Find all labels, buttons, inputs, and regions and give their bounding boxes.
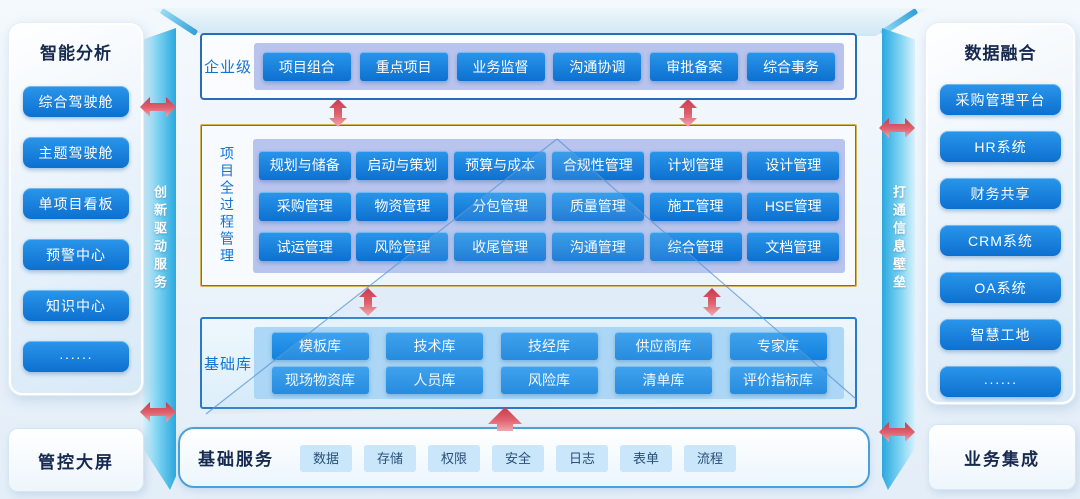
service-chip[interactable]: 日志 xyxy=(556,443,608,472)
library-tile[interactable]: 现场物资库 xyxy=(271,365,369,394)
enterprise-tile-row: 项目组合重点项目业务监督沟通协调审批备案综合事务 xyxy=(254,43,844,90)
service-chip[interactable]: 权限 xyxy=(428,443,480,472)
process-management-label: 项目全过程管理 xyxy=(219,146,235,265)
fusion-tile[interactable]: 智慧工地 xyxy=(940,319,1061,350)
innovation-drive-strip: 创新驱动服务 xyxy=(143,28,176,490)
fusion-tile[interactable]: 采购管理平台 xyxy=(940,84,1061,115)
library-tile[interactable]: 专家库 xyxy=(729,332,827,361)
base-services-label: 基础服务 xyxy=(198,450,274,469)
process-management-section: 项目全过程管理 规划与储备启动与策划预算与成本合规性管理计划管理设计管理 采购管… xyxy=(200,124,857,287)
fusion-tile[interactable]: ······ xyxy=(940,366,1061,397)
process-tile[interactable]: 沟通管理 xyxy=(551,232,644,262)
service-chip[interactable]: 数据 xyxy=(300,443,352,472)
process-tile[interactable]: HSE管理 xyxy=(747,191,840,221)
library-tile[interactable]: 风险库 xyxy=(500,365,598,394)
library-row-2: 现场物资库人员库风险库清单库评价指标库 xyxy=(254,365,844,394)
analysis-tile[interactable]: 预警中心 xyxy=(23,239,129,270)
service-chip[interactable]: 表单 xyxy=(620,443,672,472)
process-row-1: 规划与储备启动与策划预算与成本合规性管理计划管理设计管理 xyxy=(253,150,845,180)
library-tile[interactable]: 技经库 xyxy=(500,332,598,361)
vertical-exchange-arrow-icon xyxy=(359,288,377,316)
fusion-tile[interactable]: HR系统 xyxy=(940,131,1061,162)
process-tile[interactable]: 采购管理 xyxy=(258,191,351,221)
enterprise-level-section: 企业级 项目组合重点项目业务监督沟通协调审批备案综合事务 xyxy=(200,33,857,100)
base-services-bar: 基础服务 数据存储权限安全日志表单流程 xyxy=(178,427,870,488)
top-platform-decoration xyxy=(150,8,930,36)
service-chip[interactable]: 流程 xyxy=(684,443,736,472)
enterprise-level-label: 企业级 xyxy=(203,59,252,76)
process-grid: 规划与储备启动与策划预算与成本合规性管理计划管理设计管理 采购管理物资管理分包管… xyxy=(253,139,845,273)
fusion-tile[interactable]: 财务共享 xyxy=(940,178,1061,209)
data-fusion-panel: 数据融合 采购管理平台 HR系统财务共享 CRM系统 OA系统智慧工地 ······ xyxy=(925,22,1076,405)
business-integration-card[interactable]: 业务集成 xyxy=(928,424,1076,490)
break-info-barrier-strip: 打通信息壁垒 xyxy=(882,28,915,490)
vertical-exchange-arrow-icon xyxy=(679,99,697,127)
process-tile[interactable]: 质量管理 xyxy=(551,191,644,221)
process-tile[interactable]: 预算与成本 xyxy=(454,150,547,180)
process-tile[interactable]: 规划与储备 xyxy=(258,150,351,180)
process-tile[interactable]: 计划管理 xyxy=(649,150,742,180)
library-tile[interactable]: 评价指标库 xyxy=(729,365,827,394)
library-tile[interactable]: 清单库 xyxy=(615,365,712,394)
process-tile[interactable]: 分包管理 xyxy=(454,191,547,221)
service-chip-list: 数据存储权限安全日志表单流程 xyxy=(300,443,736,472)
analysis-tile[interactable]: 知识中心 xyxy=(23,290,129,321)
base-library-label: 基础库 xyxy=(203,355,252,373)
enterprise-tile[interactable]: 业务监督 xyxy=(456,52,545,81)
analysis-tile[interactable]: 主题驾驶舱 xyxy=(23,137,129,168)
intelligent-analysis-panel: 智能分析 综合驾驶舱主题驾驶舱单项目看板预警中心知识中心 ······ xyxy=(8,22,144,396)
enterprise-tile[interactable]: 重点项目 xyxy=(359,52,448,81)
fusion-tile[interactable]: CRM系统 xyxy=(940,225,1061,256)
analysis-tile[interactable]: 综合驾驶舱 xyxy=(23,86,129,117)
process-tile[interactable]: 物资管理 xyxy=(356,191,449,221)
analysis-tile[interactable]: 单项目看板 xyxy=(23,188,129,219)
library-tile[interactable]: 供应商库 xyxy=(615,332,712,361)
enterprise-tile[interactable]: 沟通协调 xyxy=(553,52,642,81)
process-tile[interactable]: 收尾管理 xyxy=(454,232,547,262)
innovation-drive-label: 创新驱动服务 xyxy=(152,185,167,293)
fusion-tile[interactable]: OA系统 xyxy=(940,272,1061,303)
vertical-exchange-arrow-icon xyxy=(329,99,347,127)
process-tile[interactable]: 启动与策划 xyxy=(356,150,449,180)
service-chip[interactable]: 安全 xyxy=(492,443,544,472)
library-tile[interactable]: 模板库 xyxy=(271,332,369,361)
library-grid: 模板库技术库技经库供应商库专家库 现场物资库人员库风险库清单库评价指标库 xyxy=(254,327,844,399)
enterprise-tile[interactable]: 项目组合 xyxy=(262,52,351,81)
process-tile[interactable]: 合规性管理 xyxy=(551,150,644,180)
enterprise-tile[interactable]: 综合事务 xyxy=(747,52,836,81)
data-fusion-title: 数据融合 xyxy=(964,44,1037,63)
process-row-3: 试运管理风险管理收尾管理沟通管理综合管理文档管理 xyxy=(253,232,845,262)
library-tile[interactable]: 技术库 xyxy=(386,332,483,361)
service-chip[interactable]: 存储 xyxy=(364,443,416,472)
base-library-section: 基础库 模板库技术库技经库供应商库专家库 现场物资库人员库风险库清单库评价指标库 xyxy=(200,317,857,409)
process-tile[interactable]: 设计管理 xyxy=(747,150,840,180)
process-tile[interactable]: 风险管理 xyxy=(356,232,449,262)
process-tile[interactable]: 文档管理 xyxy=(747,232,840,262)
process-tile[interactable]: 施工管理 xyxy=(649,191,742,221)
library-tile[interactable]: 人员库 xyxy=(386,365,483,394)
break-info-barrier-label: 打通信息壁垒 xyxy=(891,185,906,293)
library-row-1: 模板库技术库技经库供应商库专家库 xyxy=(254,332,844,361)
control-big-screen-label: 管控大屏 xyxy=(38,452,114,472)
business-integration-label: 业务集成 xyxy=(964,449,1040,469)
enterprise-tile[interactable]: 审批备案 xyxy=(650,52,739,81)
analysis-tile-list: 综合驾驶舱主题驾驶舱单项目看板预警中心知识中心 ······ xyxy=(9,86,143,372)
fusion-tile-list: 采购管理平台 HR系统财务共享 CRM系统 OA系统智慧工地 ······ xyxy=(926,84,1075,397)
control-big-screen-card[interactable]: 管控大屏 xyxy=(8,428,144,492)
process-tile[interactable]: 综合管理 xyxy=(649,232,742,262)
process-tile[interactable]: 试运管理 xyxy=(258,232,351,262)
intelligent-analysis-title: 智能分析 xyxy=(40,44,112,63)
analysis-tile[interactable]: ······ xyxy=(23,341,129,372)
vertical-exchange-arrow-icon xyxy=(703,288,721,316)
